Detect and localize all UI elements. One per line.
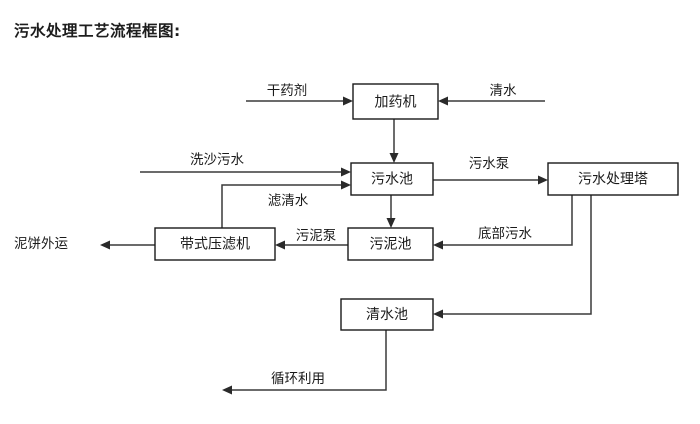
arrow-head-icon (341, 167, 351, 177)
edge-belt-filter-press-to-mud-cake-out (100, 240, 155, 250)
node-dosing-machine-box[interactable] (352, 83, 439, 120)
arrow-head-icon (100, 240, 110, 250)
node-treatment-tower-box[interactable] (547, 162, 679, 196)
edge-sewage-pool-to-sludge-pool (386, 195, 396, 228)
page-title: 污水处理工艺流程框图: (14, 21, 181, 40)
node-dosing-machine-label: 加药机 (375, 95, 417, 111)
node-sewage-pool-box[interactable] (350, 162, 434, 196)
node-sludge-pool[interactable]: 污泥池 (347, 227, 434, 261)
node-belt-filter-press[interactable]: 带式压滤机 (154, 227, 276, 261)
edge-clean-water-pool-to-recycle (222, 330, 387, 395)
node-clean-water-pool[interactable]: 清水池 (340, 298, 434, 331)
arrow-head-icon (386, 218, 396, 228)
edge-treatment-tower-to-clean-water-pool (433, 195, 592, 319)
arrow-head-icon (222, 385, 232, 395)
edge-label-sludge-pump: 污泥泵 (296, 228, 337, 244)
edge-treatment-tower-to-sludge-pool (433, 195, 573, 250)
node-treatment-tower-label: 污水处理塔 (578, 172, 648, 188)
edge-dry-agent-to-dosing-machine (246, 96, 353, 106)
edge-sand-washing-sewage-to-sewage-pool (140, 167, 351, 177)
node-clean-water-pool-box[interactable] (340, 298, 434, 331)
arrow-head-icon (275, 240, 285, 250)
node-clean-water-pool-label: 清水池 (366, 307, 408, 323)
edge-label-dry-agent: 干药剂 (267, 83, 308, 99)
arrow-head-icon (538, 175, 548, 185)
node-sludge-pool-box[interactable] (347, 227, 434, 261)
edge-sludge-pool-to-belt-filter-press (275, 240, 348, 250)
edge-dosing-machine-to-sewage-pool (389, 119, 399, 163)
edge-label-filtered-clear-water: 滤清水 (268, 193, 309, 209)
node-sewage-pool[interactable]: 污水池 (350, 162, 434, 196)
arrow-head-icon (341, 180, 351, 190)
arrow-head-icon (343, 96, 353, 106)
node-treatment-tower[interactable]: 污水处理塔 (547, 162, 679, 196)
edge-label-recycle-use: 循环利用 (271, 371, 325, 387)
edge-label-layer: 干药剂 清水 洗沙污水 滤清水 污水泵 污泥泵 底部污水 泥饼外运 循环利用 (14, 83, 532, 387)
node-sludge-pool-label: 污泥池 (370, 237, 412, 253)
edge-label-sewage-pump: 污水泵 (469, 156, 510, 172)
edge-label-sand-washing-sewage: 洗沙污水 (190, 152, 244, 168)
connector-layer (100, 96, 592, 395)
edge-sewage-pool-to-treatment-tower (433, 175, 548, 185)
arrow-head-icon (433, 240, 443, 250)
edge-filtered-water-to-sewage-pool (221, 180, 351, 228)
arrow-head-icon (438, 96, 448, 106)
edge-label-bottom-sewage: 底部污水 (478, 226, 532, 242)
edge-label-clean-water: 清水 (490, 83, 518, 99)
node-belt-filter-press-box[interactable] (154, 227, 276, 261)
node-dosing-machine[interactable]: 加药机 (352, 83, 439, 120)
edge-label-mud-cake-out: 泥饼外运 (14, 236, 68, 252)
node-belt-filter-press-label: 带式压滤机 (180, 237, 250, 253)
edge-clean-water-to-dosing-machine (438, 96, 545, 106)
node-layer: 加药机 污水池 污水处理塔 带式压滤机 污泥池 清水池 (154, 83, 679, 331)
node-sewage-pool-label: 污水池 (371, 172, 413, 188)
arrow-head-icon (389, 153, 399, 163)
arrow-head-icon (433, 309, 443, 319)
